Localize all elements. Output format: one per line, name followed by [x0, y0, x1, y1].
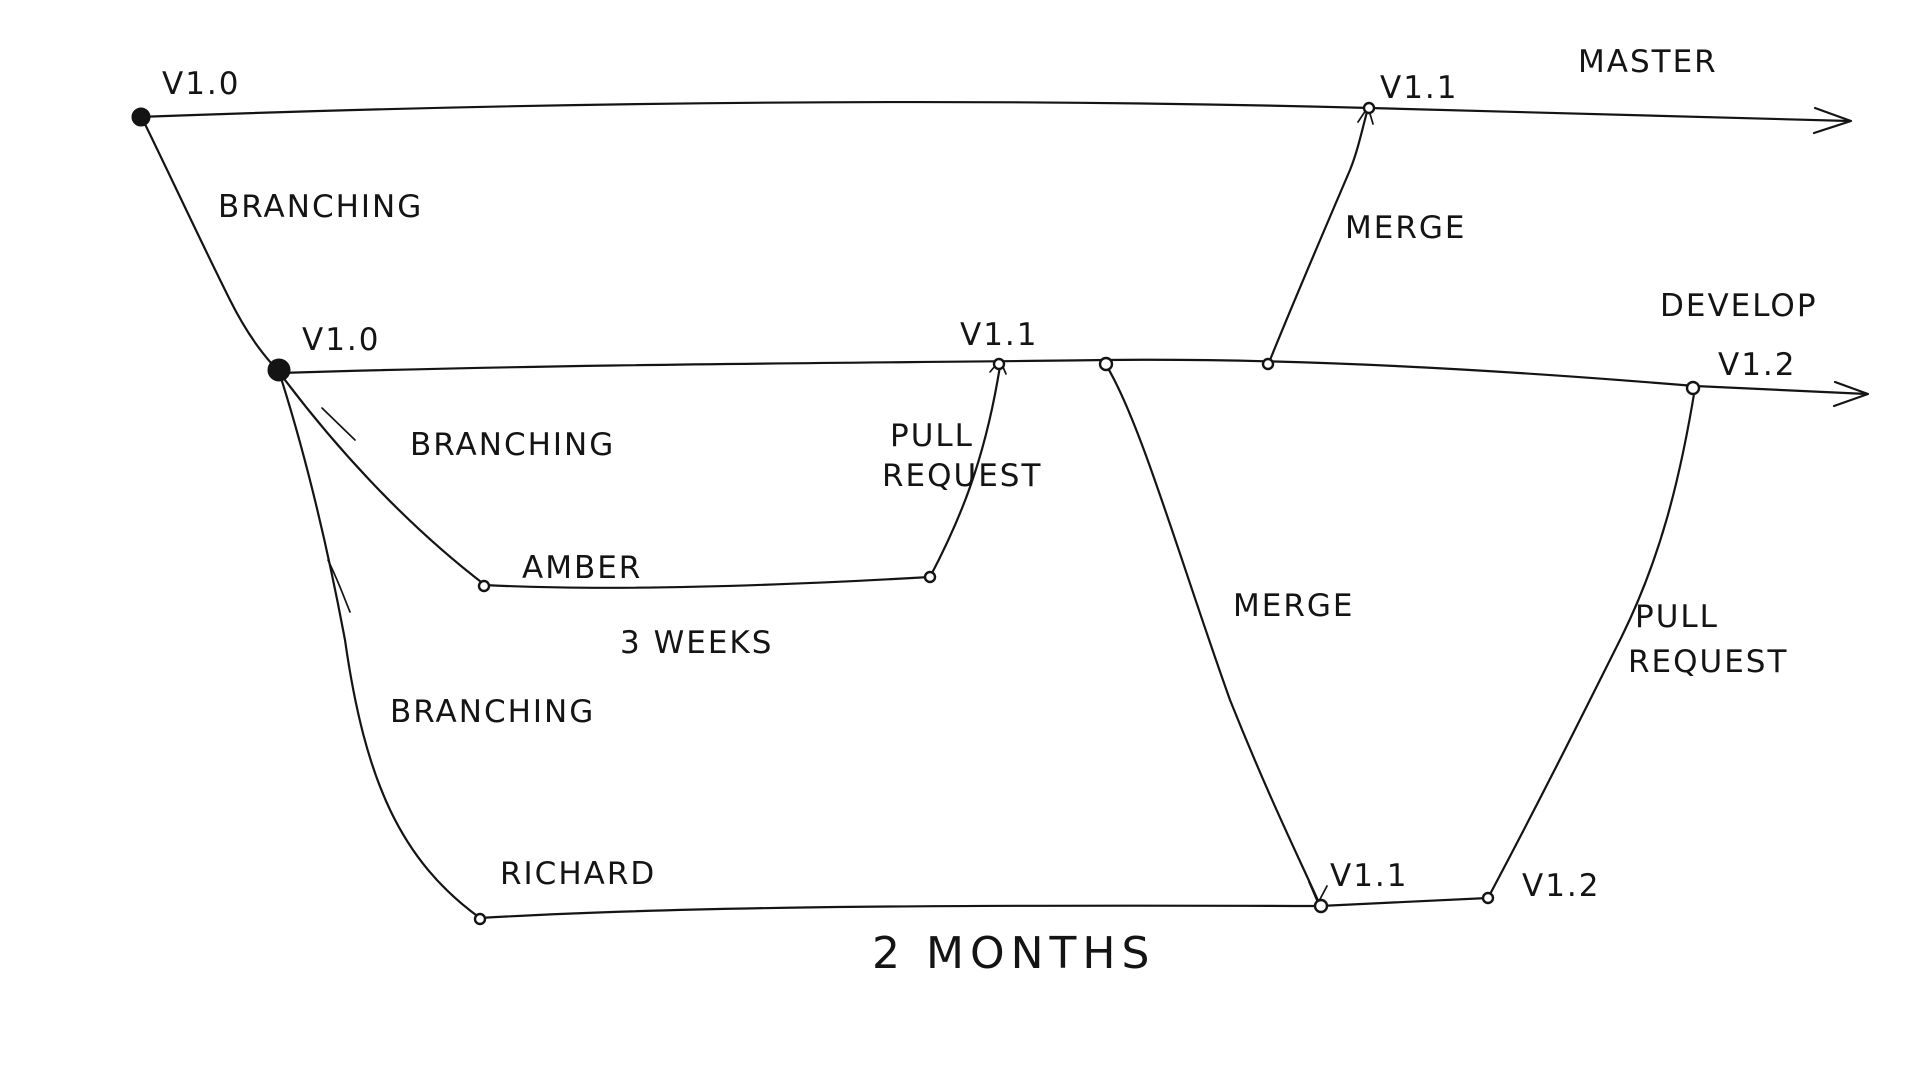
- amber-end-node: [923, 570, 937, 584]
- richard-v11-node: [1313, 898, 1329, 914]
- amber-start-node: [477, 579, 491, 593]
- master-v10-node: [131, 107, 151, 127]
- develop-v10-node: [267, 358, 291, 382]
- richard-v11-label: V1.1: [1330, 858, 1409, 894]
- develop-branch-label: DEVELOP: [1660, 288, 1818, 324]
- richard-pull-request-line: [1486, 386, 1697, 900]
- amber-branch-label: AMBER: [522, 550, 642, 586]
- develop-branch-line: [278, 358, 1869, 396]
- develop-master-merge-node: [1261, 357, 1275, 371]
- develop-arrowhead-icon: [1832, 380, 1870, 408]
- richard-request-label: REQUEST: [1628, 644, 1788, 680]
- branch-amber-arrow-icon: [321, 407, 356, 441]
- master-v11-node: [1362, 101, 1376, 115]
- branch-develop-to-richard: [279, 376, 482, 920]
- master-arrowhead-icon: [1812, 106, 1853, 135]
- branch-develop-to-amber: [280, 374, 487, 587]
- develop-v11-node: [992, 357, 1006, 371]
- master-branch-label: MASTER: [1578, 44, 1718, 80]
- richard-v12-label: V1.2: [1522, 868, 1601, 904]
- branching-master-label: BRANCHING: [218, 189, 423, 225]
- develop-v12-node: [1685, 380, 1701, 396]
- merge-to-richard-label: MERGE: [1233, 588, 1354, 624]
- amber-duration-label: 3 WEEKS: [620, 625, 773, 661]
- amber-branch-line: [482, 575, 932, 589]
- richard-pull-label: PULL: [1635, 599, 1719, 635]
- master-branch-line: [136, 100, 1852, 123]
- amber-pull-request-line: [928, 364, 1002, 579]
- richard-branch-line: [478, 896, 1490, 920]
- richard-v12-node: [1481, 891, 1495, 905]
- master-v11-label: V1.1: [1380, 70, 1459, 106]
- merge-develop-to-richard-line: [1104, 363, 1322, 907]
- branching-amber-label: BRANCHING: [410, 427, 615, 463]
- merge-develop-to-master-line: [1266, 106, 1370, 367]
- develop-merge-node: [1098, 356, 1114, 372]
- amber-pull-label: PULL: [890, 418, 974, 454]
- branch-richard-arrow-icon: [327, 559, 351, 613]
- richard-duration-label: 2 MONTHS: [872, 928, 1155, 979]
- branch-master-to-develop: [140, 116, 281, 374]
- master-v10-label: V1.0: [162, 66, 241, 102]
- richard-branch-label: RICHARD: [500, 856, 656, 892]
- richard-start-node: [473, 912, 487, 926]
- develop-v10-label: V1.0: [302, 322, 381, 358]
- merge-to-master-label: MERGE: [1345, 210, 1466, 246]
- amber-request-label: REQUEST: [882, 458, 1042, 494]
- branching-richard-label: BRANCHING: [390, 694, 595, 730]
- develop-v11-label: V1.1: [960, 317, 1039, 353]
- develop-v12-label: V1.2: [1718, 347, 1797, 383]
